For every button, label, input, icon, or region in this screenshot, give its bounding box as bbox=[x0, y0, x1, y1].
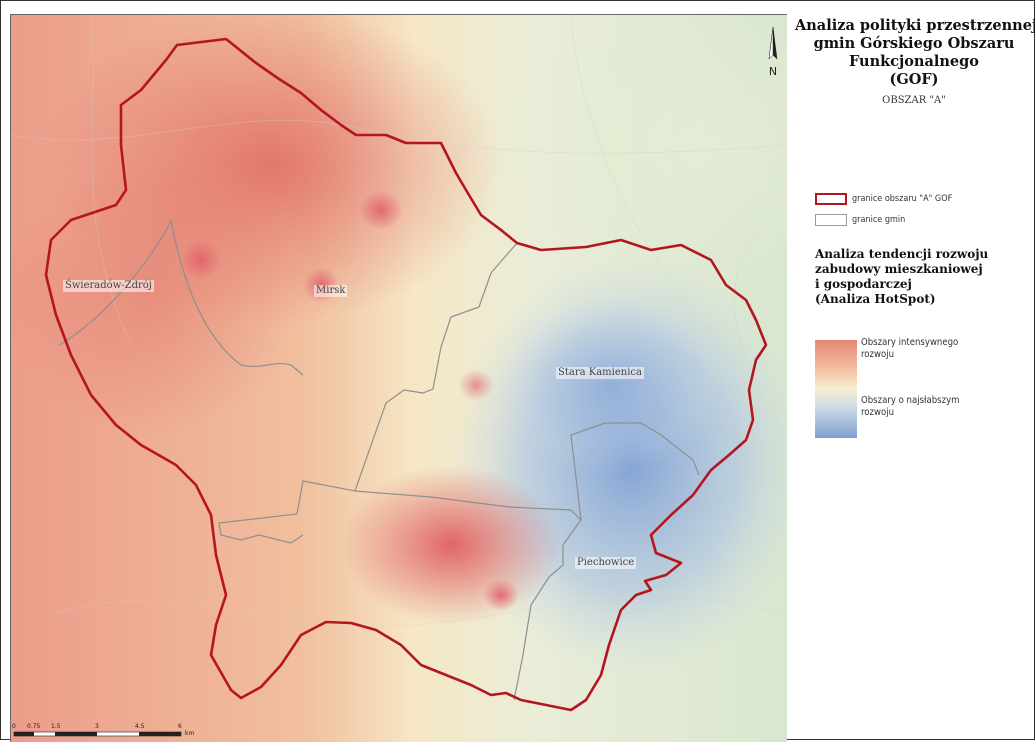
outer-boundary-swatch bbox=[815, 193, 847, 205]
pale-zone-ne bbox=[501, 15, 787, 285]
legend-title-line-4: (GOF) bbox=[889, 71, 939, 88]
analysis-title-line-1: Analiza tendencji rozwoju bbox=[815, 247, 989, 261]
heatmap-svg bbox=[11, 15, 787, 742]
place-label-swieradow-zdroj: Świeradów-Zdrój bbox=[63, 280, 154, 292]
map-canvas[interactable]: Świeradów-Zdrój Mirsk Stara Kamienica Pi… bbox=[10, 14, 787, 742]
legend-label-gmina-boundary: granice gmin bbox=[852, 215, 906, 225]
hotspot-small-2 bbox=[181, 240, 221, 280]
gmina-boundary-swatch bbox=[815, 214, 847, 226]
legend-title-line-2: gmin Górskiego Obszaru bbox=[813, 35, 1015, 52]
legend-subtitle: OBSZAR "A" bbox=[882, 95, 946, 106]
analysis-title: Analiza tendencji rozwoju zabudowy miesz… bbox=[815, 247, 1030, 307]
legend-item-gmina-boundary: granice gmin bbox=[815, 214, 905, 226]
legend-title-line-1: Analiza polityki przestrzennej bbox=[795, 17, 1035, 34]
analysis-title-line-3: i gospodarczej bbox=[815, 277, 912, 291]
hotspot-color-ramp bbox=[815, 340, 857, 438]
legend-title-line-3: Funkcjonalnego bbox=[849, 53, 979, 70]
scale-tick-0: 0 bbox=[12, 723, 16, 730]
ramp-label-high-line-2: rozwoju bbox=[861, 349, 895, 360]
outer-boundary-gof-a bbox=[44, 37, 768, 712]
legend-label-outer-boundary: granice obszaru "A" GOF bbox=[852, 194, 953, 204]
background-roads bbox=[11, 15, 787, 627]
place-label-mirsk: Mirsk bbox=[314, 285, 348, 297]
ramp-label-high: Obszary intensywnego rozwoju bbox=[861, 337, 958, 361]
scale-tick-1: 0.75 bbox=[27, 723, 41, 730]
place-label-piechowice: Piechowice bbox=[575, 557, 637, 569]
scale-tick-4: 4.5 bbox=[135, 723, 145, 730]
ramp-label-low: Obszary o najsłabszym rozwoju bbox=[861, 395, 959, 419]
hotspot-small-5 bbox=[483, 579, 519, 611]
hotspot-swieradow bbox=[11, 155, 301, 435]
scale-tick-5: 6 bbox=[178, 723, 182, 730]
ramp-label-low-line-2: rozwoju bbox=[861, 407, 895, 418]
gmina-boundaries bbox=[58, 219, 700, 701]
place-label-stara-kamienica: Stara Kamienica bbox=[556, 367, 644, 379]
ramp-label-high-line-1: Obszary intensywnego bbox=[861, 337, 959, 348]
scale-unit: km bbox=[185, 730, 195, 737]
hotspot-small-1 bbox=[359, 190, 403, 230]
north-letter: N bbox=[769, 65, 777, 78]
analysis-title-line-2: zabudowy mieszkaniowej bbox=[815, 262, 983, 276]
legend-panel: Analiza polityki przestrzennej gmin Górs… bbox=[789, 15, 1035, 737]
scale-tick-2: 1.5 bbox=[51, 723, 61, 730]
legend-item-outer-boundary: granice obszaru "A" GOF bbox=[815, 193, 952, 205]
analysis-title-line-4: (Analiza HotSpot) bbox=[815, 292, 936, 306]
ramp-label-low-line-1: Obszary o najsłabszym bbox=[861, 395, 960, 406]
coldspot-stara-kamienica bbox=[501, 295, 721, 475]
scale-bar: 0 0.75 1.5 3 4.5 6 km bbox=[11, 723, 196, 741]
scale-tick-3: 3 bbox=[95, 723, 99, 730]
north-arrow-icon: N bbox=[763, 25, 783, 85]
hotspot-small-4 bbox=[458, 369, 494, 401]
hotspot-south bbox=[341, 465, 561, 625]
